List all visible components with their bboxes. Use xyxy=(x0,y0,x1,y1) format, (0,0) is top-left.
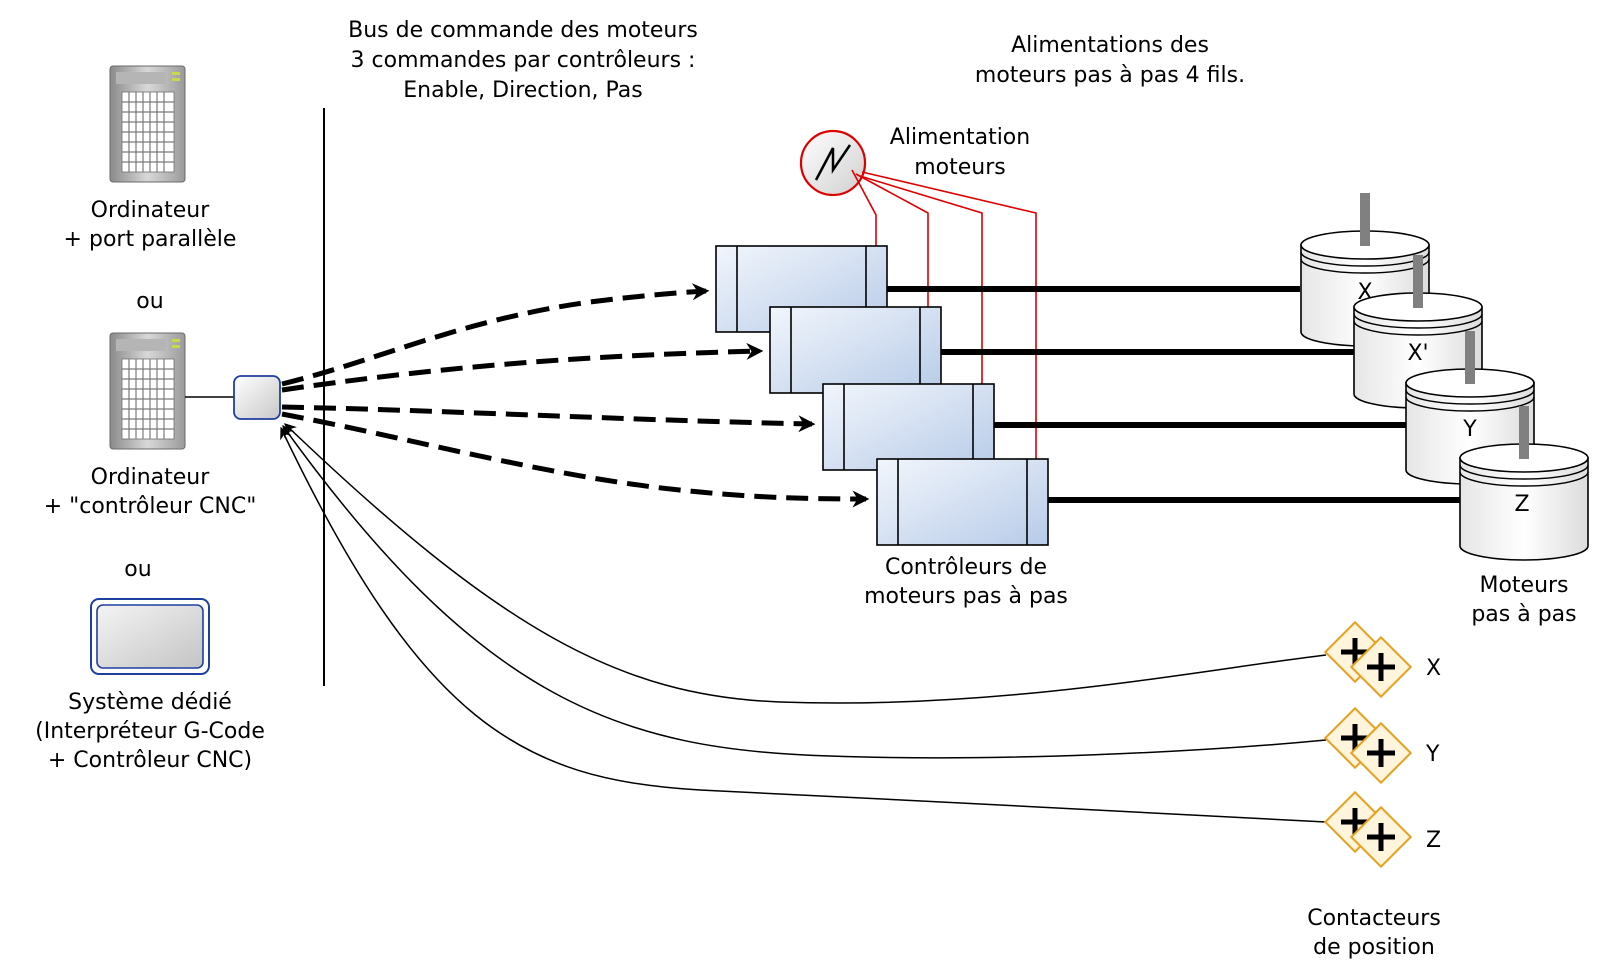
motor-y-label: Y xyxy=(1462,417,1477,442)
or-label-2: ou xyxy=(124,557,151,582)
dedicated-label-2: (Interpréteur G-Code xyxy=(35,719,265,744)
motors-label-1: Moteurs xyxy=(1479,573,1568,598)
computer-cnc-label-1: Ordinateur xyxy=(91,465,211,490)
power-wire-y xyxy=(859,175,983,384)
power-wire-z xyxy=(861,171,1037,459)
motor-z-label: Z xyxy=(1514,492,1529,517)
feedback-line-y xyxy=(282,425,1327,759)
command-arrow-x xyxy=(281,283,710,387)
computer-parallel-label-1: Ordinateur xyxy=(91,198,211,223)
bus-label-3: Enable, Direction, Pas xyxy=(403,78,643,103)
computer-parallel-label-2: + port parallèle xyxy=(64,227,237,252)
bus-hub-connector xyxy=(233,375,281,420)
bus-label-2: 3 commandes par contrôleurs : xyxy=(351,48,696,73)
power-supply-label-1: Alimentation xyxy=(890,125,1030,150)
motor-output-lines xyxy=(887,286,1460,503)
server-cnc-icon xyxy=(109,332,186,450)
server-parallel-icon xyxy=(109,65,186,183)
dedicated-system-icon xyxy=(90,598,210,675)
command-arrow-z xyxy=(281,411,870,508)
stepper-controller-z xyxy=(876,458,1049,546)
contact-x-label: X xyxy=(1426,656,1441,681)
command-arrow-x-prime xyxy=(281,342,764,393)
dedicated-label-3: + Contrôleur CNC) xyxy=(48,748,252,773)
position-contact-y xyxy=(1323,706,1413,785)
feedback-line-z xyxy=(280,426,1327,823)
power-supply-label-2: moteurs xyxy=(914,155,1006,180)
power-header-1: Alimentations des xyxy=(1011,33,1209,58)
power-wires xyxy=(851,169,1037,459)
or-label-1: ou xyxy=(136,289,163,314)
position-contact-z xyxy=(1323,790,1413,869)
power-wire-x xyxy=(851,169,877,246)
controllers-label-1: Contrôleurs de xyxy=(885,555,1047,580)
motor-x-prime-label: X' xyxy=(1407,341,1428,366)
motors-label-2: pas à pas xyxy=(1471,602,1576,627)
power-wire-x-prime xyxy=(855,173,929,307)
dedicated-label-1: Système dédié xyxy=(68,690,232,715)
contacts-label-1: Contacteurs xyxy=(1307,906,1441,931)
power-header-2: moteurs pas à pas 4 fils. xyxy=(975,63,1245,88)
feedback-line-x xyxy=(284,423,1327,704)
stepper-controller-y xyxy=(822,383,995,471)
command-bus-arrows xyxy=(281,283,870,508)
command-arrow-y xyxy=(281,404,816,433)
stepper-motor-z: Z xyxy=(1459,406,1589,561)
contact-y-label: Y xyxy=(1425,742,1440,767)
power-supply-icon xyxy=(799,129,867,197)
contact-z-label: Z xyxy=(1426,828,1441,853)
stepper-controller-x-prime xyxy=(769,306,942,394)
controllers-label-2: moteurs pas à pas xyxy=(864,584,1068,609)
contacts-label-2: de position xyxy=(1313,935,1435,960)
position-feedback-lines xyxy=(280,423,1327,823)
bus-label-1: Bus de commande des moteurs xyxy=(348,18,698,43)
computer-cnc-label-2: + "contrôleur CNC" xyxy=(44,494,257,519)
position-contact-x xyxy=(1323,620,1413,699)
